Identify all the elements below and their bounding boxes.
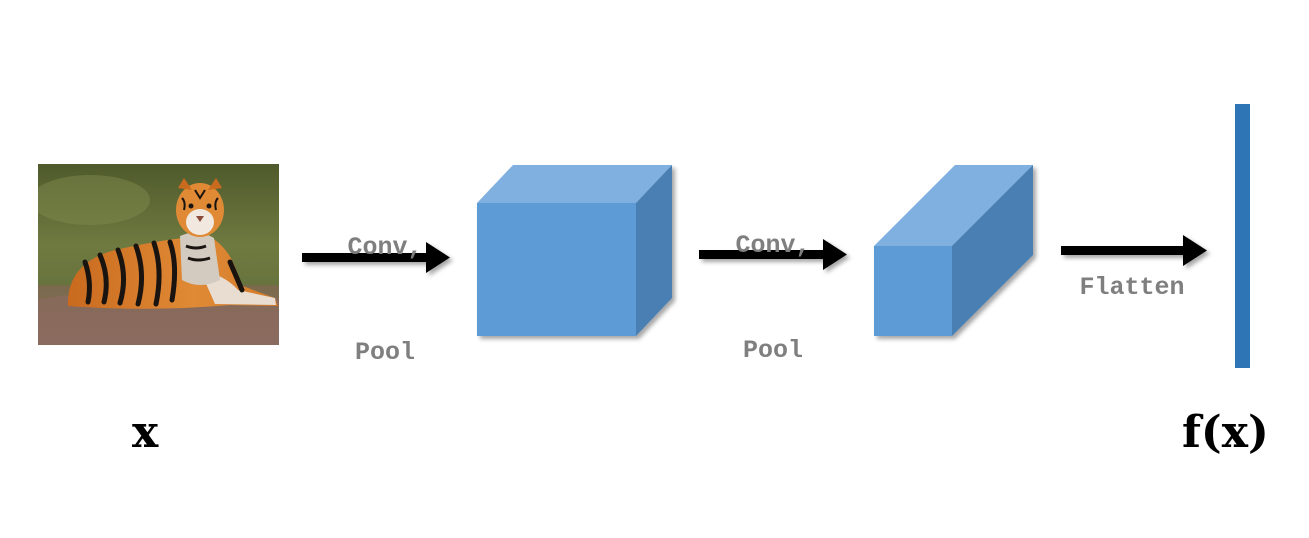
step-1-label-line1: Conv, [347, 233, 423, 262]
step-1-label-line2: Pool [354, 338, 415, 367]
feature-map-block-1 [477, 165, 672, 336]
feature-map-block-2 [874, 165, 1033, 336]
input-label: x [132, 407, 159, 458]
step-2-label-line2: Pool [742, 336, 803, 365]
step-3-label: Flatten [1057, 200, 1207, 340]
tiger-image [38, 164, 279, 345]
output-label: f(x) [1182, 407, 1269, 458]
arrow-1 [302, 242, 450, 273]
arrow-3 [1061, 235, 1207, 266]
step-3-label-line1: Flatten [1079, 273, 1185, 302]
step-2-label-line1: Conv, [735, 231, 811, 260]
step-2-label: Conv, Pool [698, 158, 848, 403]
arrow-2 [699, 239, 847, 270]
output-vector-bar [1235, 104, 1250, 368]
step-1-label: Conv, Pool [310, 160, 460, 405]
